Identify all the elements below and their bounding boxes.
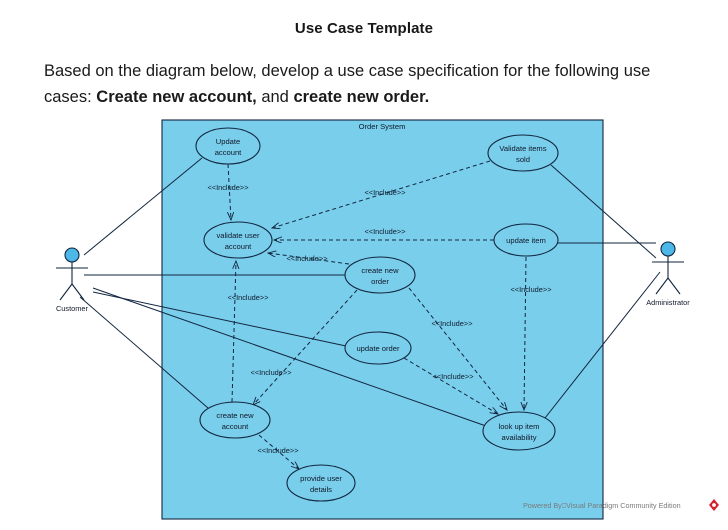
include-label-7: <<Include>> <box>432 372 473 381</box>
instruction-lead: Based on the diagram below, develop a us… <box>44 62 651 106</box>
include-label-9: <<Include>> <box>257 446 298 455</box>
use-case-look-up-item-availability[interactable]: look up item availability <box>482 411 556 451</box>
assoc-admin-look-up-item <box>544 271 661 419</box>
actor-label-administrator: Administrator <box>646 298 690 307</box>
visual-paradigm-logo-icon <box>709 499 719 511</box>
watermark: Powered By⎕Visual Paradigm Community Edi… <box>523 499 719 511</box>
include-label-0: <<Include>> <box>207 183 248 192</box>
instruction-paragraph: Based on the diagram below, develop a us… <box>44 58 684 110</box>
assoc-customer-look-up-item <box>92 287 487 427</box>
include-create-new-order-to-create-new-account <box>253 289 358 405</box>
use-case-ovals: Update account Validate items sold valid… <box>195 127 559 502</box>
include-validate-items-sold-to-validate-user <box>272 160 491 228</box>
use-case-update-account[interactable]: Update account <box>195 127 261 165</box>
include-create-new-order-to-look-up-item <box>408 287 507 410</box>
use-case-label-line1: Validate items <box>499 144 546 153</box>
instruction-bold-create-new-order: create new order. <box>293 88 430 106</box>
use-case-update-item[interactable]: update item <box>493 223 559 257</box>
instruction-mid: and <box>256 88 294 106</box>
actor-customer[interactable]: Customer <box>56 247 89 313</box>
actor-head-icon <box>64 247 80 263</box>
include-update-account-to-validate-user <box>228 163 231 220</box>
use-case-provide-user-details[interactable]: provide user details <box>286 464 356 502</box>
use-case-update-order[interactable]: update order <box>344 331 412 365</box>
use-case-create-new-account[interactable]: create new account <box>199 401 271 439</box>
use-case-label-line1: create new <box>216 411 254 420</box>
system-boundary-label: Order System <box>359 122 406 131</box>
use-case-label-line1: update item <box>506 236 546 245</box>
use-case-label-line2: order <box>371 277 389 286</box>
use-case-validate-items-sold[interactable]: Validate items sold <box>487 134 559 172</box>
actor-head-icon <box>660 241 676 257</box>
include-label-3: <<Include>> <box>286 254 327 263</box>
watermark-text: Powered By⎕Visual Paradigm Community Edi… <box>523 501 681 510</box>
use-case-label-line2: account <box>222 422 249 431</box>
instruction-bold-create-new-account: Create new account, <box>96 88 257 106</box>
system-boundary-box <box>161 119 604 520</box>
include-label-1: <<Include>> <box>364 188 405 197</box>
assoc-customer-update-order <box>92 291 347 347</box>
include-label-5: <<Include>> <box>431 319 472 328</box>
use-case-label-line2: account <box>225 242 252 251</box>
use-case-label-line2: sold <box>516 155 530 164</box>
use-case-label-line1: provide user <box>300 474 342 483</box>
include-label-8: <<Include>> <box>250 368 291 377</box>
association-lines <box>79 157 661 427</box>
page-title: Use Case Template <box>294 20 434 37</box>
use-case-label-line2: account <box>215 148 242 157</box>
include-labels: <<Include>> <<Include>> <<Include>> <<In… <box>207 183 551 455</box>
use-case-create-new-order[interactable]: create new order <box>344 256 416 294</box>
include-label-4: <<Include>> <box>227 293 268 302</box>
use-case-label-line1: update order <box>356 344 400 353</box>
include-label-6: <<Include>> <box>510 285 551 294</box>
use-case-label-line1: validate user <box>216 231 260 240</box>
use-case-validate-user-account[interactable]: validate user account <box>203 221 273 259</box>
use-case-label-line2: availability <box>501 433 536 442</box>
include-create-new-account-to-provide-user-details <box>258 434 299 469</box>
include-create-new-account-to-validate-user <box>231 261 236 403</box>
include-update-order-to-look-up-item <box>403 357 498 414</box>
include-update-item-to-look-up-item <box>524 256 526 410</box>
assoc-customer-update-account <box>83 157 203 256</box>
include-label-2: <<Include>> <box>364 227 405 236</box>
include-relations <box>228 160 526 469</box>
use-case-label-line2: details <box>310 485 332 494</box>
actor-administrator[interactable]: Administrator <box>646 241 690 307</box>
use-case-label-line1: create new <box>361 266 399 275</box>
assoc-customer-create-new-account <box>79 296 209 409</box>
use-case-label-line1: look up item <box>499 422 540 431</box>
use-case-label-line1: Update <box>216 137 241 146</box>
use-case-diagram: Order System <box>0 112 728 530</box>
actor-label-customer: Customer <box>56 304 89 313</box>
